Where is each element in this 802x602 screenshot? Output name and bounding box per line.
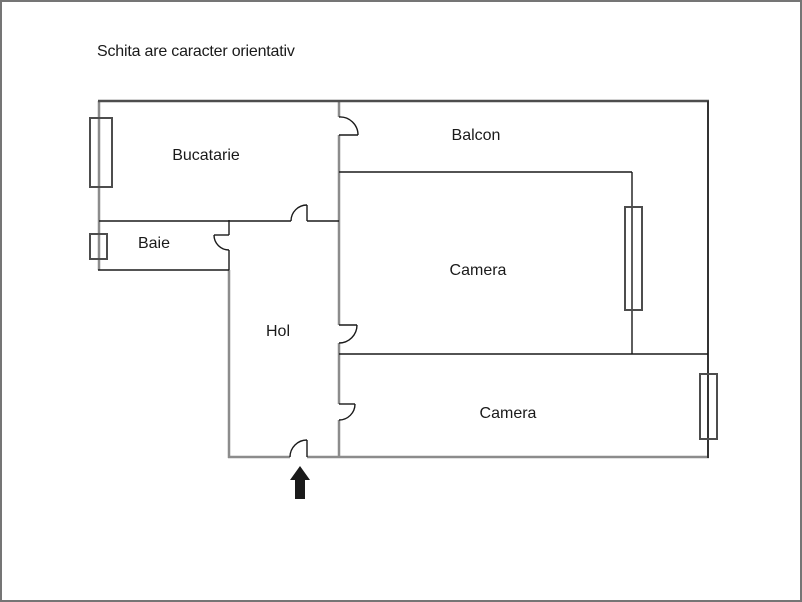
room-label-hol: Hol [266,323,290,340]
room-label-camera-2: Camera [480,405,537,422]
page-title: Schita are caracter orientativ [97,43,295,60]
doors [213,116,359,458]
window-bucatarie [89,117,113,188]
room-label-balcon: Balcon [452,127,501,144]
window-camera2 [699,373,718,440]
window-camera1 [624,206,643,311]
room-label-bucatarie: Bucatarie [172,147,240,164]
door-camera1 [338,324,358,344]
door-bucatarie [290,204,308,222]
interior-partitions [98,171,708,355]
windows [89,117,718,440]
door-baie [213,234,230,251]
room-label-baie: Baie [138,235,170,252]
door-entrance [289,439,308,458]
window-baie [89,233,108,260]
door-camera2 [338,403,356,421]
room-label-camera-1: Camera [450,262,507,279]
door-balcon [338,116,359,136]
structural-walls-gray [97,101,709,459]
entrance-arrow-icon [290,466,310,499]
